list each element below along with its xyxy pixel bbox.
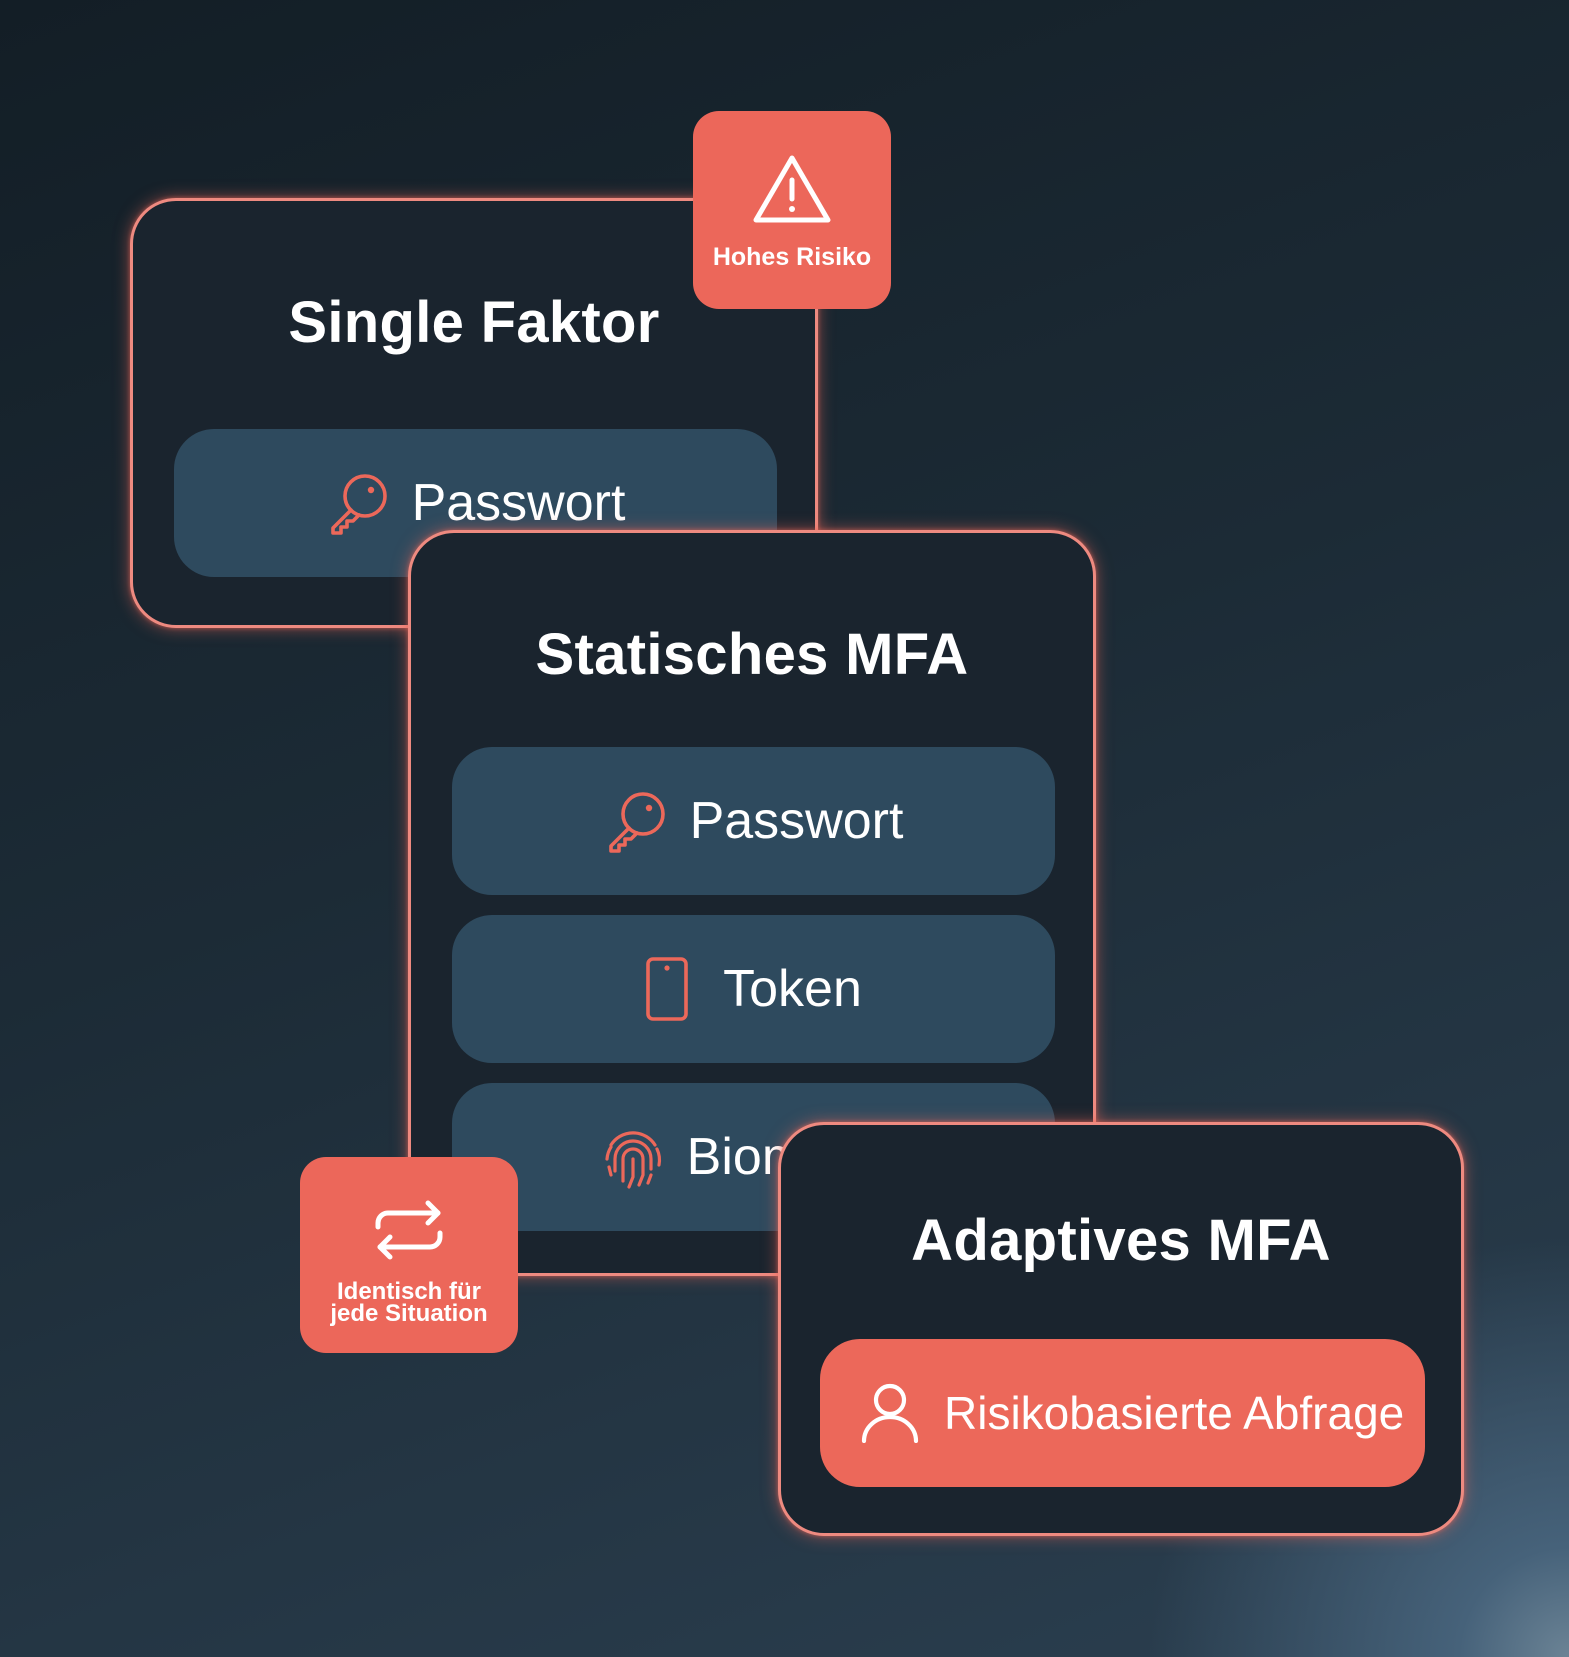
statisches-mfa-token-label: Token: [723, 960, 862, 1018]
risikobasierte-abfrage-item: Risikobasierte Abfrage: [820, 1339, 1425, 1487]
identical-badge: Identisch für jede Situation: [300, 1157, 518, 1353]
risikobasierte-abfrage-label: Risikobasierte Abfrage: [944, 1387, 1405, 1439]
fingerprint-icon: [601, 1125, 665, 1189]
single-faktor-passwort-label: Passwort: [411, 474, 626, 532]
statisches-mfa-passwort-item: Passwort: [452, 747, 1055, 895]
statisches-mfa-token-item: Token: [452, 915, 1055, 1063]
phone-icon: [645, 956, 689, 1022]
identical-label-line2: jede Situation: [330, 1300, 488, 1327]
statisches-mfa-title: Statisches MFA: [535, 622, 969, 687]
user-icon: [860, 1383, 920, 1443]
key-icon: [604, 789, 668, 853]
single-faktor-title: Single Faktor: [288, 290, 660, 355]
high-risk-label: Hohes Risiko: [712, 243, 872, 271]
repeat-icon: [372, 1197, 446, 1263]
adaptives-mfa-card: Adaptives MFA Risikobasierte Abfrage: [778, 1122, 1464, 1536]
adaptives-mfa-title: Adaptives MFA: [911, 1208, 1331, 1273]
statisches-mfa-passwort-label: Passwort: [689, 792, 904, 850]
key-icon: [326, 471, 390, 535]
high-risk-badge: Hohes Risiko: [693, 111, 891, 309]
identical-label-line1: Identisch für: [336, 1278, 481, 1305]
warning-icon: [752, 153, 832, 225]
